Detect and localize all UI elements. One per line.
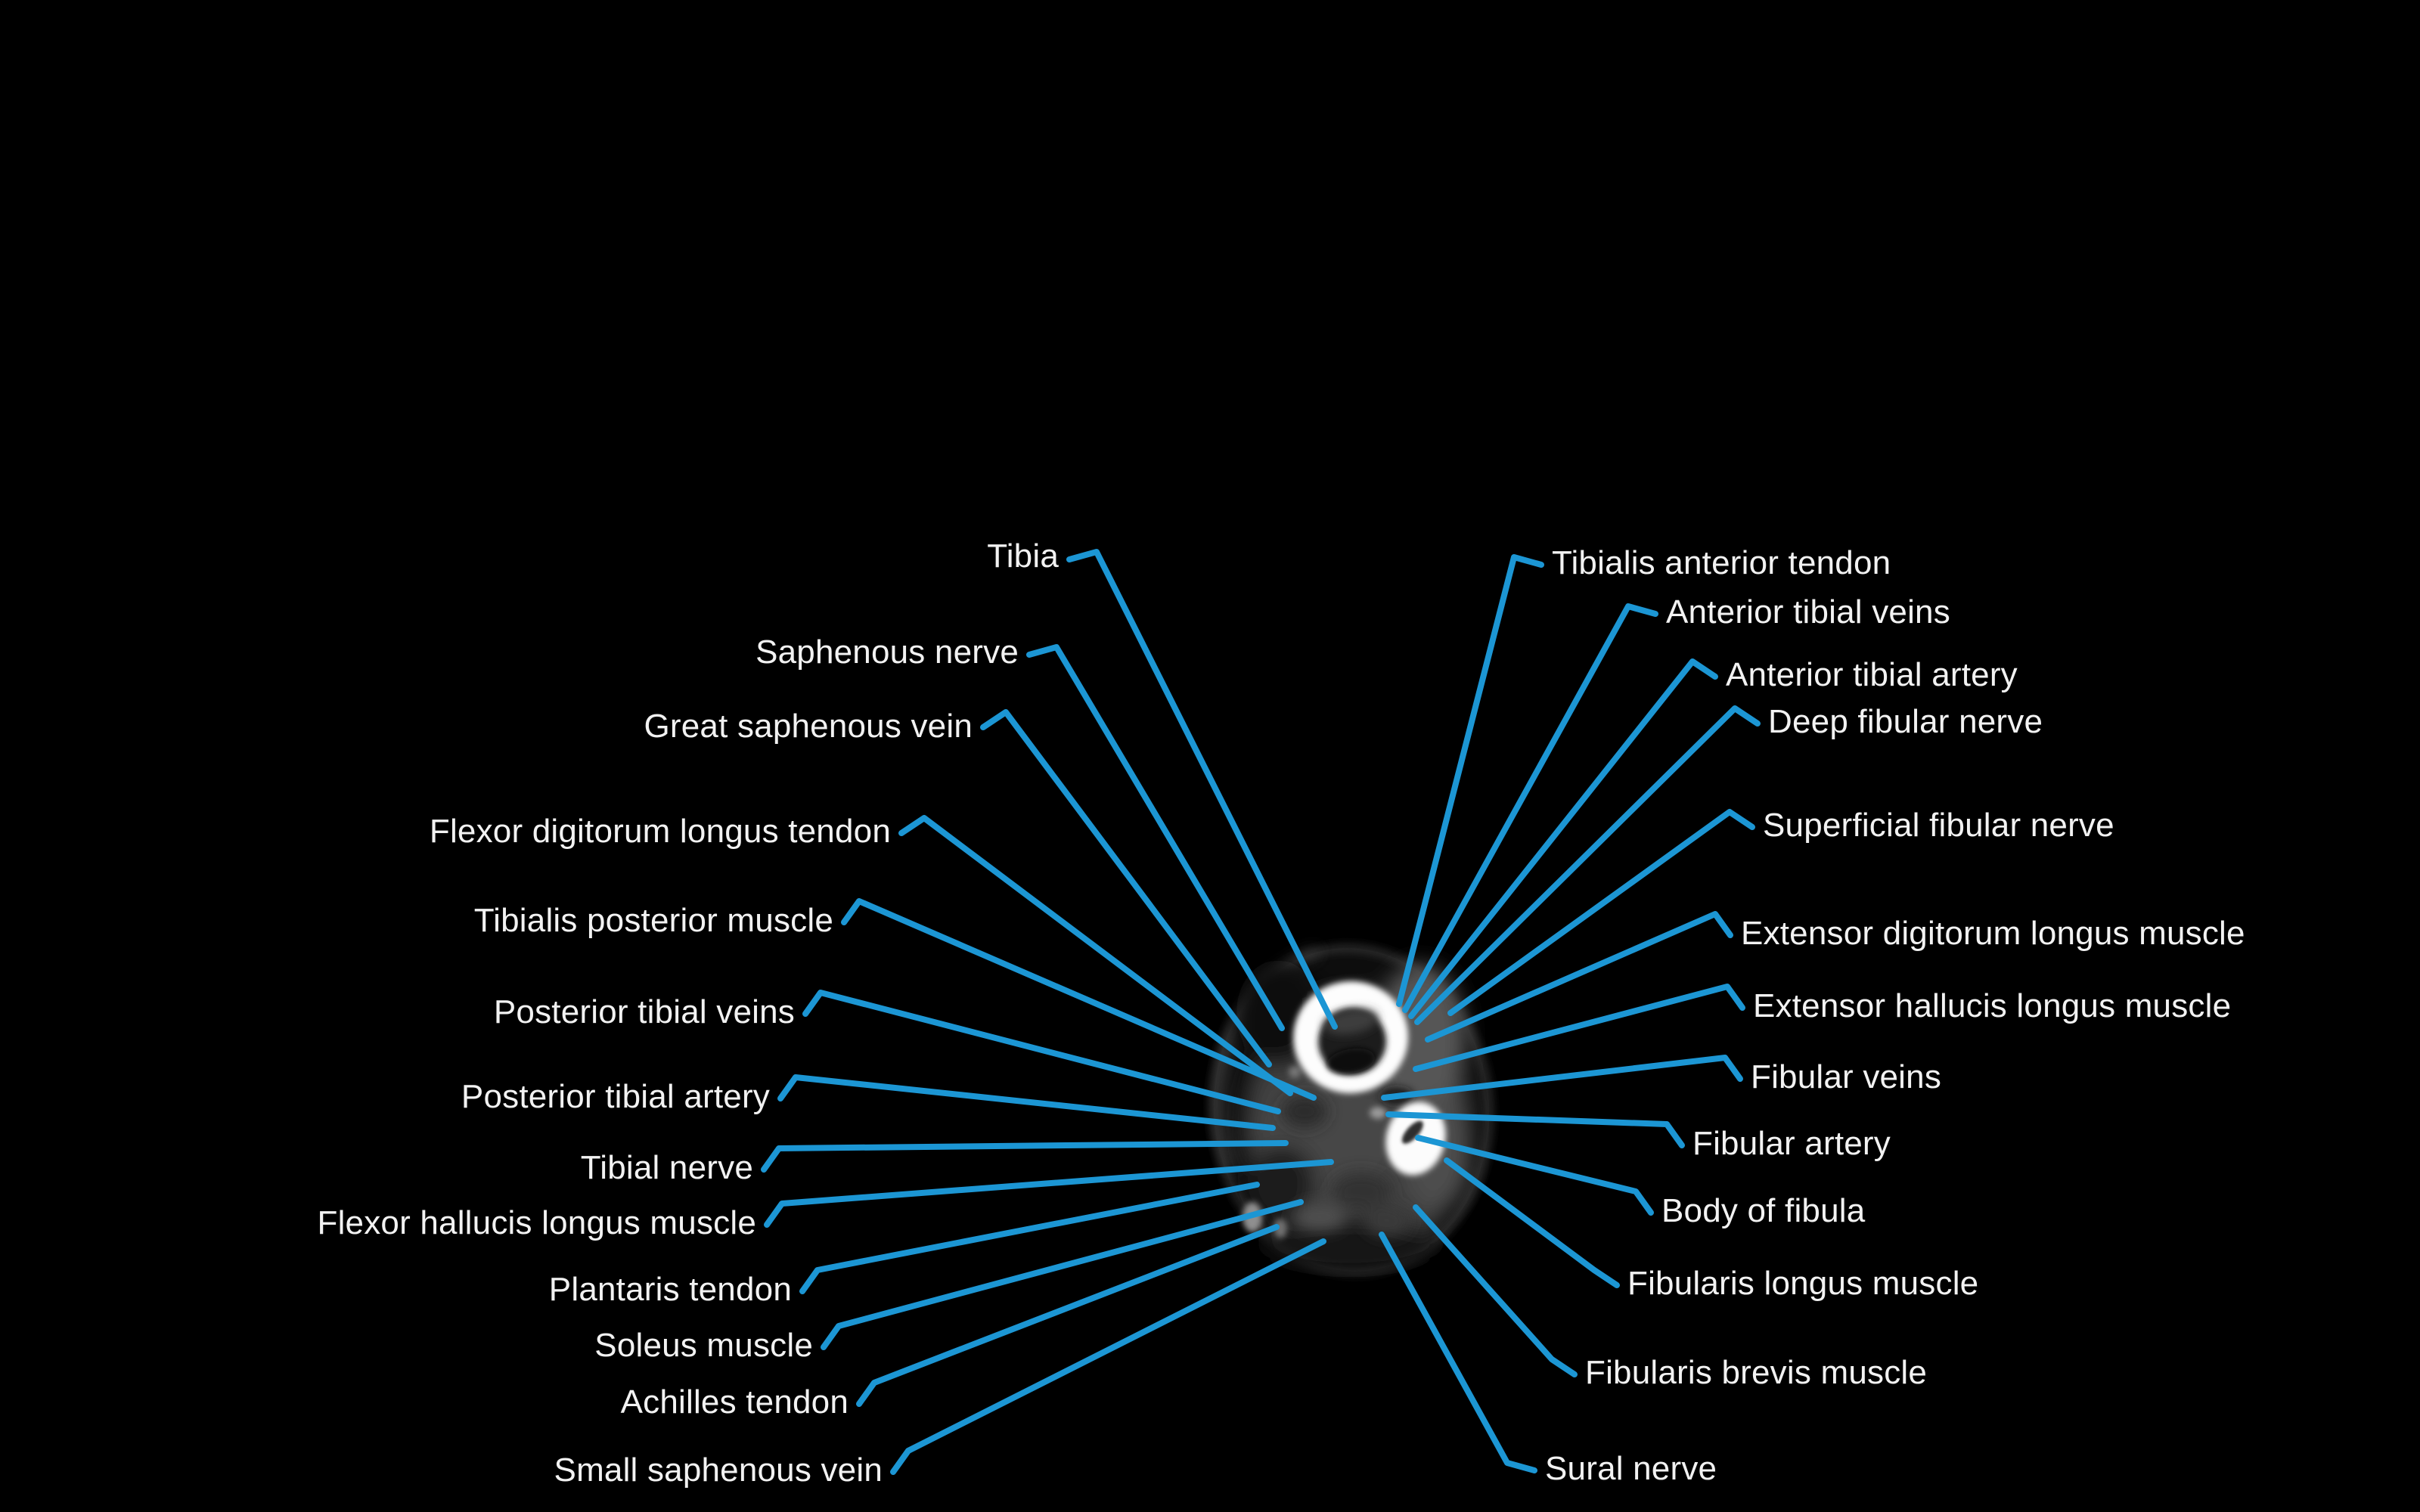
label-tibialis-posterior-muscle[interactable]: Tibialis posterior muscle xyxy=(473,902,833,939)
label-extensor-hallucis-longus-muscle[interactable]: Extensor hallucis longus muscle xyxy=(1753,987,2232,1024)
leader-extensor-digitorum-longus-muscle xyxy=(1425,911,1733,1043)
leader-great-saphenous-vein xyxy=(980,709,1272,1067)
label-great-saphenous-vein[interactable]: Great saphenous vein xyxy=(644,708,973,745)
leader-anterior-tibial-artery xyxy=(1408,658,1718,1019)
leader-flexor-hallucis-longus-muscle xyxy=(764,1159,1334,1228)
label-flexor-digitorum-longus-tendon[interactable]: Flexor digitorum longus tendon xyxy=(429,813,891,850)
label-soleus-muscle[interactable]: Soleus muscle xyxy=(594,1327,813,1364)
label-fibular-artery[interactable]: Fibular artery xyxy=(1692,1125,1891,1162)
leader-achilles-tendon xyxy=(856,1224,1280,1407)
leader-fibular-veins xyxy=(1381,1055,1743,1101)
leader-superficial-fibular-nerve xyxy=(1447,809,1755,1016)
leader-posterior-tibial-artery xyxy=(777,1074,1276,1131)
label-extensor-digitorum-longus-muscle[interactable]: Extensor digitorum longus muscle xyxy=(1741,915,2245,952)
leader-fibularis-longus-muscle xyxy=(1444,1157,1620,1288)
label-plantaris-tendon[interactable]: Plantaris tendon xyxy=(548,1271,792,1308)
leader-soleus-muscle xyxy=(821,1199,1304,1350)
label-achilles-tendon[interactable]: Achilles tendon xyxy=(620,1383,849,1421)
label-sural-nerve[interactable]: Sural nerve xyxy=(1545,1450,1717,1487)
label-flexor-hallucis-longus-muscle[interactable]: Flexor hallucis longus muscle xyxy=(317,1204,756,1241)
label-superficial-fibular-nerve[interactable]: Superficial fibular nerve xyxy=(1763,807,2114,844)
leader-plantaris-tendon xyxy=(799,1182,1260,1294)
label-small-saphenous-vein[interactable]: Small saphenous vein xyxy=(554,1452,883,1489)
leader-posterior-tibial-veins xyxy=(802,990,1281,1114)
leader-body-of-fibula xyxy=(1415,1135,1654,1216)
leader-extensor-hallucis-longus-muscle xyxy=(1413,984,1745,1072)
label-fibular-veins[interactable]: Fibular veins xyxy=(1751,1058,1942,1095)
leader-tibial-nerve xyxy=(761,1140,1289,1173)
leader-flexor-digitorum-longus-tendon xyxy=(898,815,1293,1096)
leader-small-saphenous-vein xyxy=(890,1238,1326,1475)
leader-fibularis-brevis-muscle xyxy=(1413,1204,1578,1377)
leader-saphenous-nerve xyxy=(1026,644,1285,1031)
leader-deep-fibular-nerve xyxy=(1414,705,1761,1025)
label-deep-fibular-nerve[interactable]: Deep fibular nerve xyxy=(1768,703,2043,740)
label-body-of-fibula[interactable]: Body of fibula xyxy=(1661,1192,1866,1229)
leader-fibular-artery xyxy=(1385,1111,1685,1148)
label-anterior-tibial-artery[interactable]: Anterior tibial artery xyxy=(1726,656,2018,693)
label-saphenous-nerve[interactable]: Saphenous nerve xyxy=(755,634,1019,671)
label-tibial-nerve[interactable]: Tibial nerve xyxy=(580,1149,753,1186)
leader-tibia xyxy=(1066,549,1338,1030)
muscle-texture xyxy=(1282,1095,1410,1236)
ct-axial-slice xyxy=(1211,945,1492,1275)
label-fibularis-brevis-muscle[interactable]: Fibularis brevis muscle xyxy=(1585,1354,1928,1391)
label-posterior-tibial-veins[interactable]: Posterior tibial veins xyxy=(493,993,795,1030)
leader-sural-nerve xyxy=(1379,1232,1537,1473)
label-posterior-tibial-artery[interactable]: Posterior tibial artery xyxy=(461,1078,770,1115)
label-fibularis-longus-muscle[interactable]: Fibularis longus muscle xyxy=(1627,1265,1979,1302)
leader-tibialis-posterior-muscle xyxy=(841,898,1317,1101)
label-tibia[interactable]: Tibia xyxy=(987,538,1059,575)
leader-anterior-tibial-veins xyxy=(1402,603,1658,1013)
label-tibialis-anterior-tendon[interactable]: Tibialis anterior tendon xyxy=(1552,544,1891,581)
label-anterior-tibial-veins[interactable]: Anterior tibial veins xyxy=(1666,593,1950,631)
leader-lines xyxy=(761,549,1761,1475)
vessel-bright-spots xyxy=(1243,1066,1386,1238)
leader-tibialis-anterior-tendon xyxy=(1396,554,1544,1007)
